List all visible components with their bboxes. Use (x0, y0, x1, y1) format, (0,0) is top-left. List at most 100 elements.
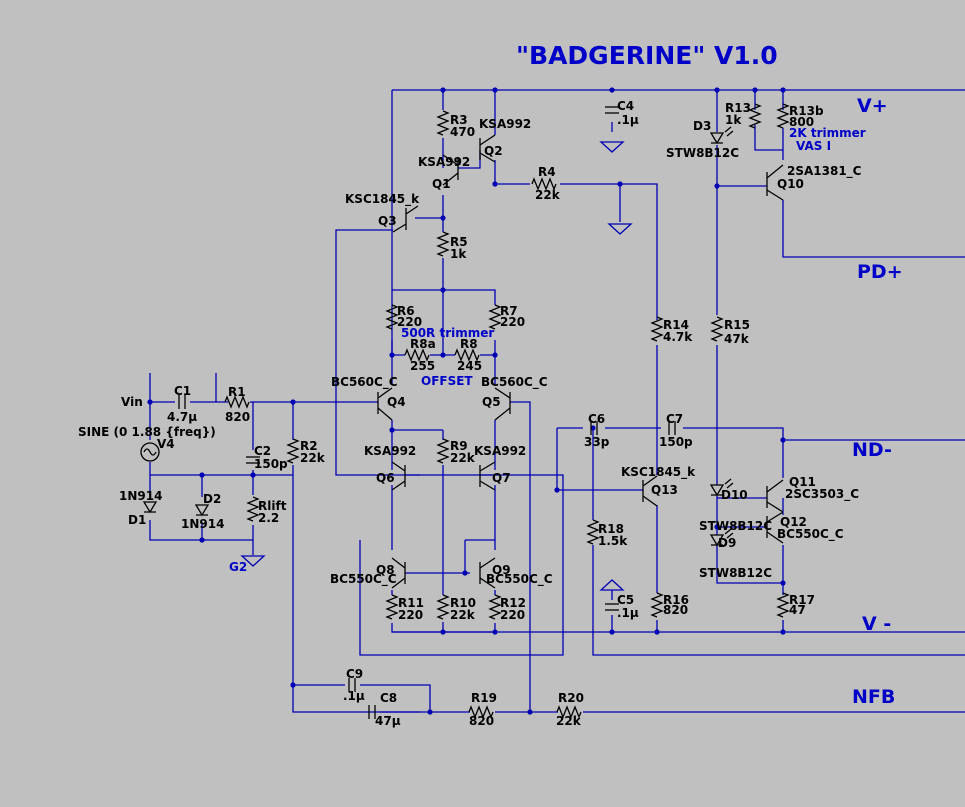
component-name: R2 (300, 439, 318, 453)
component-value: 255 (410, 359, 435, 373)
component-value: KSA992 (418, 155, 470, 169)
component-value: 22k (556, 714, 582, 728)
component-name: C2 (254, 444, 271, 458)
note-500r-trimmer: 500R trimmer (401, 326, 494, 340)
component-value: 1N914 (119, 489, 162, 503)
component-value: 1k (450, 247, 467, 261)
component-symbols (140, 103, 789, 720)
component-name: R5 (450, 235, 468, 249)
component-name: Q13 (651, 483, 678, 497)
net-label-vminus: V - (862, 613, 891, 635)
component-value: STW8B12C (699, 566, 772, 580)
note-vas-i: VAS I (796, 139, 831, 153)
resistor-symbol (651, 316, 663, 342)
component-value: 1k (725, 113, 742, 127)
component-value: KSA992 (474, 444, 526, 458)
component-name: R12 (500, 596, 526, 610)
component-name: Q12 (780, 515, 807, 529)
component-name: Q11 (789, 475, 816, 489)
component-value: BC550C_C (330, 572, 397, 587)
component-value: 2SA1381_C (787, 164, 862, 179)
resistor-symbol (437, 110, 449, 136)
component-value: 800 (789, 115, 814, 129)
component-name: R8 (460, 337, 478, 351)
net-label-vin: Vin (121, 395, 143, 409)
note-2k-trimmer: 2K trimmer (789, 126, 866, 140)
component-name: R19 (471, 691, 497, 705)
component-value: 220 (398, 608, 423, 622)
resistor-symbol (587, 519, 599, 545)
component-value: 47µ (375, 714, 401, 728)
junction-dots (147, 87, 786, 715)
ground-symbol (600, 579, 624, 591)
component-value: 470 (450, 125, 475, 139)
component-labels: SINE (0 1.88 {freq}) V4 C1 4.7µ R1 820 C… (78, 99, 862, 728)
component-name: R9 (450, 439, 468, 453)
component-name: Q3 (378, 214, 397, 228)
net-label-vplus: V+ (857, 95, 888, 117)
component-name: D1 (128, 513, 146, 527)
source-name: V4 (157, 437, 175, 451)
component-name: Rlift (258, 499, 287, 513)
component-name: D2 (203, 492, 221, 506)
net-label-nfb: NFB (852, 686, 895, 708)
source-value: SINE (0 1.88 {freq}) (78, 425, 216, 439)
component-value: 1N914 (181, 517, 224, 531)
component-value: 820 (663, 603, 688, 617)
component-value: KSA992 (364, 444, 416, 458)
component-name: R4 (538, 165, 556, 179)
resistor-symbol (386, 304, 398, 330)
net-label-pdplus: PD+ (857, 261, 903, 283)
component-value: 47 (789, 603, 806, 617)
component-name: C8 (380, 691, 397, 705)
component-value: 22k (450, 608, 476, 622)
component-value: 22k (300, 451, 326, 465)
component-name: R1 (228, 385, 246, 399)
component-value: 150p (659, 435, 693, 449)
component-value: 2SC3503_C (785, 487, 859, 502)
component-name: R11 (398, 596, 424, 610)
resistor-symbol (777, 592, 789, 618)
component-name: R18 (598, 522, 624, 536)
component-value: STW8B12C (666, 146, 739, 160)
net-label-ndminus: ND- (852, 439, 892, 461)
component-value: 4.7µ (167, 410, 197, 424)
component-name: R15 (724, 318, 750, 332)
component-value: 220 (397, 315, 422, 329)
component-name: R6 (397, 304, 415, 318)
wires (149, 89, 965, 713)
component-value: 22k (450, 451, 476, 465)
ground-symbol (608, 223, 632, 235)
component-name: Q5 (482, 395, 501, 409)
component-value: KSA992 (479, 117, 531, 131)
component-name: Q2 (484, 144, 503, 158)
resistor-symbol (777, 103, 789, 129)
component-name: Q6 (376, 471, 395, 485)
component-value: 820 (225, 410, 250, 424)
component-name: Q1 (432, 177, 451, 191)
resistor-symbol (386, 594, 398, 620)
diode-symbol (143, 501, 157, 513)
component-value: .1µ (617, 113, 639, 127)
component-name: R13b (789, 104, 824, 118)
component-value: STW8B12C (699, 519, 772, 533)
diode-symbol (195, 504, 209, 516)
schematic-title: "BADGERINE" V1.0 (516, 41, 778, 70)
component-value: BC550C_C (486, 572, 553, 587)
component-value: 220 (500, 315, 525, 329)
component-name: D3 (693, 119, 711, 133)
component-name: R20 (558, 691, 584, 705)
component-value: 2.2 (258, 511, 279, 525)
component-name: Q8 (376, 563, 395, 577)
component-name: Q10 (777, 177, 804, 191)
component-name: C7 (666, 412, 683, 426)
resistor-symbol (247, 496, 259, 522)
resistor-symbol (437, 594, 449, 620)
resistor-symbol (651, 592, 663, 618)
component-name: C1 (174, 384, 191, 398)
component-value: 150p (254, 457, 288, 471)
resistor-symbol (749, 103, 761, 129)
component-name: C4 (617, 99, 634, 113)
component-value: KSC1845_k (345, 192, 420, 207)
